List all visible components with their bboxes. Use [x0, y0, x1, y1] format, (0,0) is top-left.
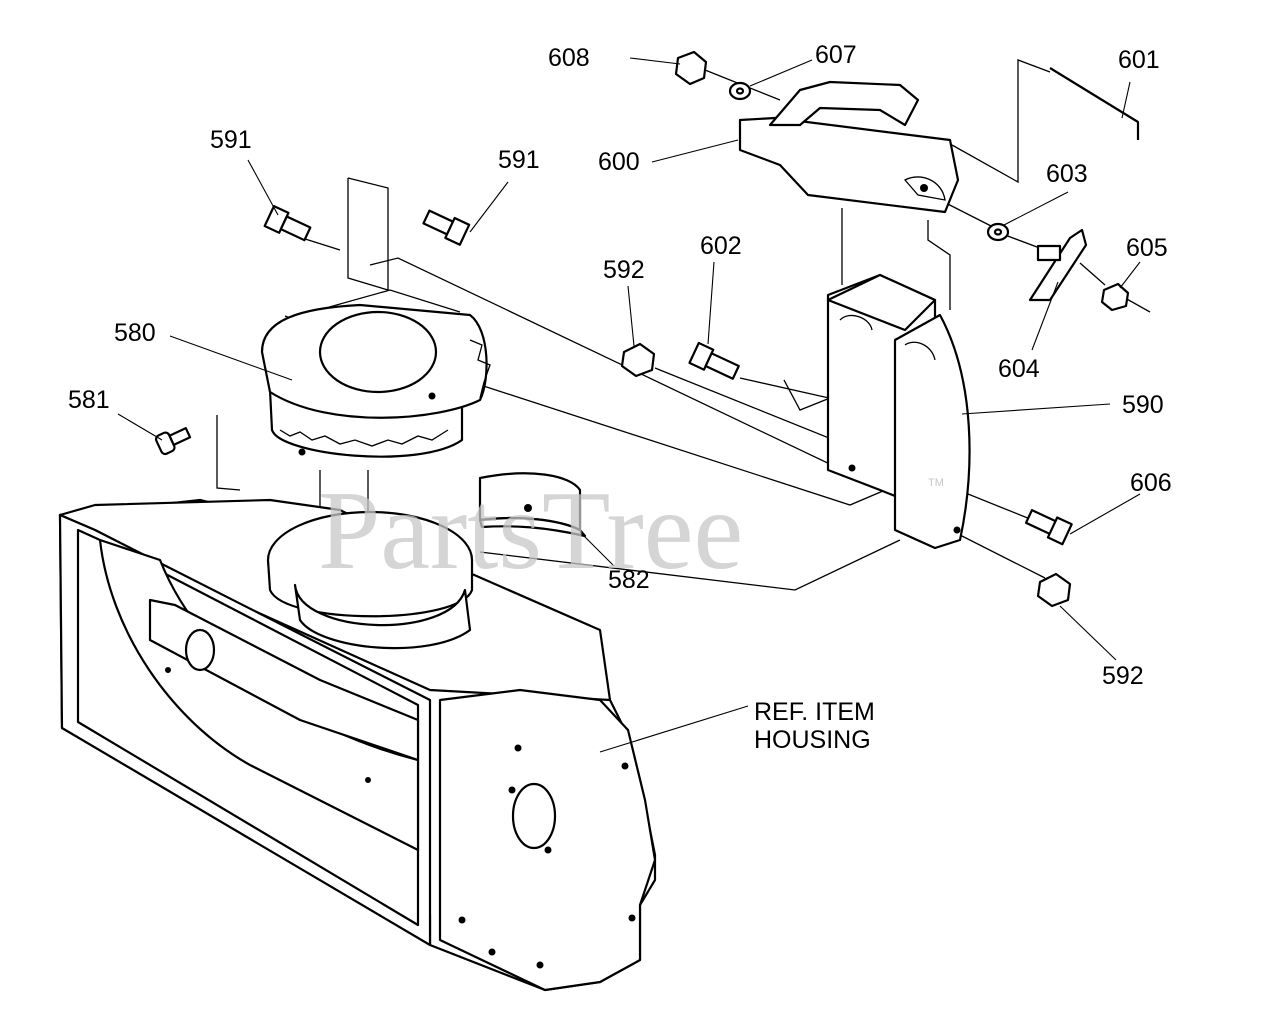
part-591-bolt-left	[263, 205, 312, 242]
housing-bolt-hole	[621, 762, 629, 770]
part-602-bolt	[688, 341, 740, 380]
callout-591-right: 591	[498, 146, 540, 174]
housing-shaft-hole	[511, 782, 557, 850]
callout-592-lower: 592	[1102, 662, 1144, 690]
part-603-washer	[986, 222, 1010, 242]
housing-bolt-hole	[365, 777, 371, 783]
part-580-chute-ring	[260, 303, 491, 458]
callout-591-left: 591	[210, 126, 252, 154]
deflector-hole	[920, 184, 928, 192]
housing-bolt-hole	[165, 667, 171, 673]
bracket-hole	[953, 526, 961, 534]
part-605-nut	[1100, 282, 1130, 312]
housing-bolt-hole	[514, 744, 522, 752]
callout-606: 606	[1130, 469, 1172, 497]
housing-chute-collar	[293, 583, 472, 650]
part-582-clamp	[478, 472, 587, 538]
part-592-nut-upper	[620, 342, 656, 378]
chute-ring-opening	[318, 310, 438, 394]
callout-601: 601	[1118, 46, 1160, 74]
callout-600: 600	[598, 148, 640, 176]
ref-item-housing-label: HOUSING	[754, 726, 871, 754]
part-592-nut-lower	[1036, 572, 1072, 608]
watermark-trademark: TM	[928, 477, 944, 489]
part-604-knob	[1028, 228, 1088, 302]
housing-bolt-hole	[544, 846, 552, 854]
callout-580: 580	[114, 319, 156, 347]
chute-ring-teeth	[279, 429, 449, 447]
part-601-pin	[1049, 67, 1140, 140]
part-600-deflector	[738, 80, 960, 214]
callout-608: 608	[548, 44, 590, 72]
housing-left-hole	[184, 628, 216, 672]
callout-592-upper: 592	[603, 256, 645, 284]
bracket-hole	[848, 464, 856, 472]
leader-lines	[117, 57, 1141, 753]
callout-581: 581	[68, 386, 110, 414]
housing-bolt-hole	[628, 914, 636, 922]
housing-bolt-hole	[536, 961, 544, 969]
callout-582: 582	[608, 566, 650, 594]
ring-hole	[428, 392, 436, 400]
housing-bolt-hole	[508, 786, 516, 794]
housing-inner-back	[148, 598, 420, 762]
part-606-bolt	[1024, 509, 1073, 546]
callout-602: 602	[700, 232, 742, 260]
part-607-washer	[728, 81, 752, 101]
housing-bolt-hole	[488, 948, 496, 956]
callout-603: 603	[1046, 160, 1088, 188]
watermark: PartsTree	[318, 469, 743, 593]
clamp-hole	[524, 504, 532, 512]
ref-item-label: REF. ITEM	[754, 698, 875, 726]
housing-bolt-hole	[458, 916, 466, 924]
part-590-chute-bracket	[826, 273, 971, 550]
part-591-bolt-right	[422, 209, 471, 246]
callout-604: 604	[998, 355, 1040, 383]
callout-607: 607	[815, 41, 857, 69]
part-581-screw	[154, 427, 192, 456]
callout-605: 605	[1126, 234, 1168, 262]
part-608-nut	[674, 50, 708, 86]
ring-hole	[298, 448, 306, 456]
housing	[58, 498, 657, 992]
callout-590: 590	[1122, 391, 1164, 419]
